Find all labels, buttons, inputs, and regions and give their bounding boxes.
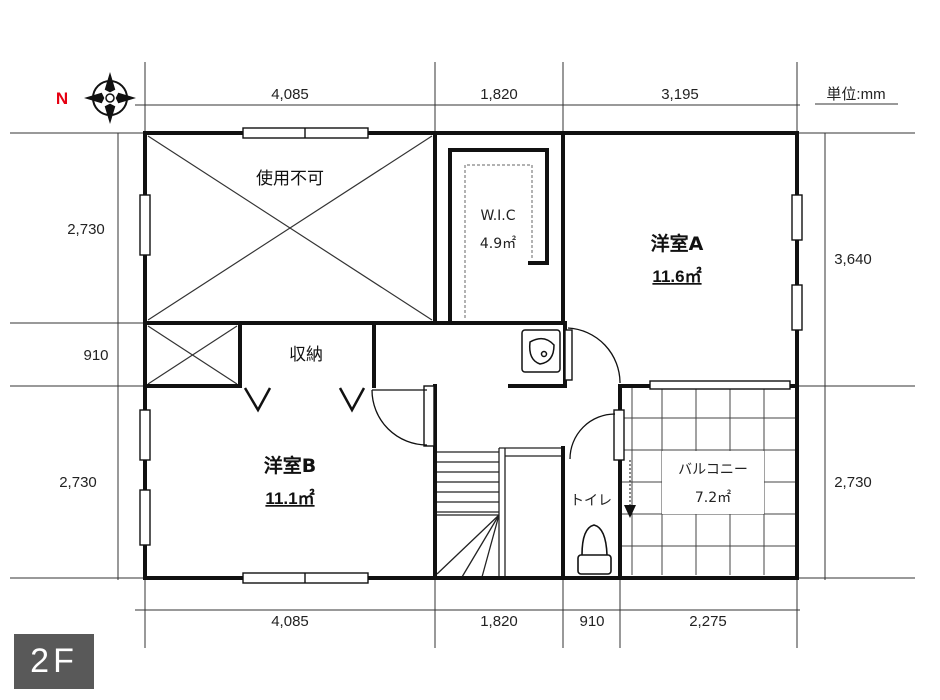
unit-label: 単位:mm xyxy=(826,86,885,103)
dimension-labels: 4,085 1,820 3,195 単位:mm 4,085 1,820 910 … xyxy=(59,86,885,630)
dim-bottom-2: 1,820 xyxy=(480,613,518,630)
doors xyxy=(243,327,621,460)
room-label-unusable: 使用不可 xyxy=(256,168,324,189)
compass-rose-icon xyxy=(84,72,136,124)
room-label-western-b: 洋室B xyxy=(264,454,316,477)
room-area-wic: 4.9㎡ xyxy=(480,236,516,252)
windows xyxy=(139,127,803,584)
dim-bottom-3: 910 xyxy=(579,613,604,630)
room-label-wic: W.I.C xyxy=(480,208,515,224)
balcony-tiles xyxy=(622,386,797,575)
dim-right-2: 2,730 xyxy=(834,474,872,491)
floor-badge: 2F xyxy=(14,634,94,689)
balcony-label-bg xyxy=(662,451,764,514)
drain-arrow-icon xyxy=(624,460,636,518)
dim-bottom-4: 2,275 xyxy=(689,613,727,630)
dimension-lines xyxy=(10,62,915,648)
unusable-hatch xyxy=(147,135,433,385)
washbasin-icon xyxy=(521,329,561,373)
room-label-storage: 収納 xyxy=(289,345,323,365)
dim-left-2: 910 xyxy=(83,347,108,364)
toilet-icon xyxy=(577,524,612,575)
dim-left-3: 2,730 xyxy=(59,474,97,491)
room-label-western-a: 洋室A xyxy=(651,232,704,255)
room-area-western-a: 11.6㎡ xyxy=(652,266,701,286)
dim-right-1: 3,640 xyxy=(834,251,872,268)
dim-top-2: 1,820 xyxy=(480,86,518,103)
room-area-western-b: 11.1㎡ xyxy=(265,488,314,508)
dim-top-1: 4,085 xyxy=(271,86,309,103)
north-label: N xyxy=(56,89,68,108)
dim-top-3: 3,195 xyxy=(661,86,699,103)
dim-bottom-1: 4,085 xyxy=(271,613,309,630)
room-label-balcony: バルコニー xyxy=(678,462,748,478)
wic-inner-outline xyxy=(464,164,533,318)
staircase xyxy=(436,447,562,578)
dim-left-1: 2,730 xyxy=(67,221,105,238)
room-label-toilet: トイレ xyxy=(570,493,612,509)
room-area-balcony: 7.2㎡ xyxy=(695,490,731,506)
